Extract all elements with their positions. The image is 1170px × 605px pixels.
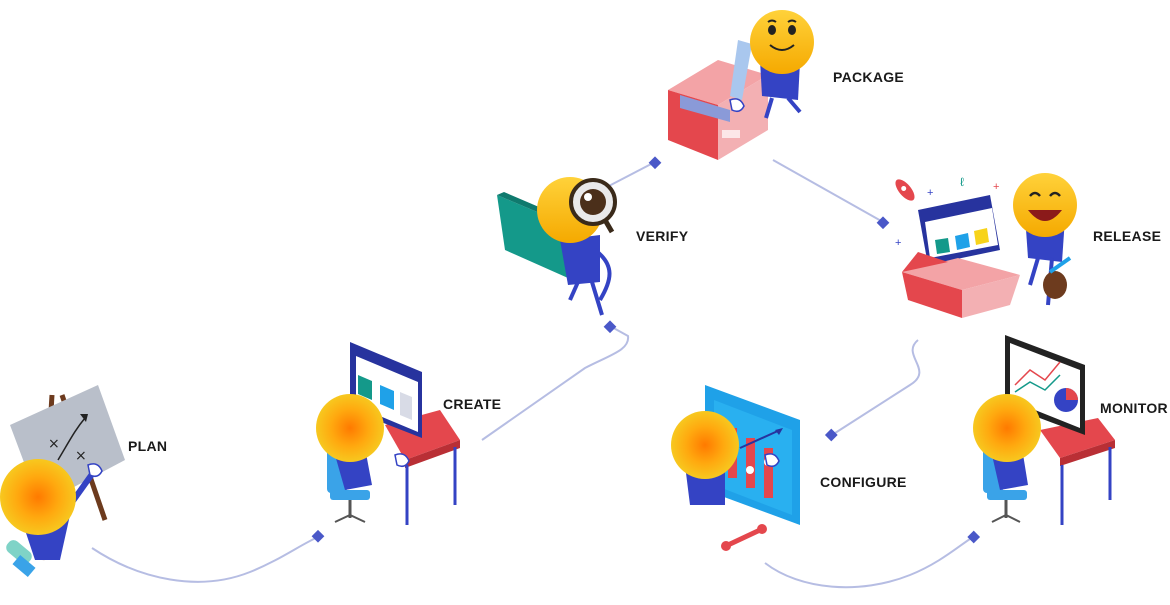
connector-configure-monitor xyxy=(764,530,981,589)
stage-label-plan: PLAN xyxy=(128,438,168,454)
connector-create-verify xyxy=(481,320,630,441)
stage-label-create: CREATE xyxy=(443,396,502,412)
stage-label-configure: CONFIGURE xyxy=(820,474,907,490)
svg-text:+: + xyxy=(993,181,999,193)
create-character-face xyxy=(316,394,384,462)
configure-illustration xyxy=(671,385,800,551)
connector-plan-create xyxy=(91,529,325,583)
configure-character-face xyxy=(671,411,739,479)
release-illustration: + + ℓ + xyxy=(895,173,1077,318)
verify-illustration xyxy=(497,177,617,316)
stage-label-monitor: MONITOR xyxy=(1100,400,1168,416)
connector-verify-package xyxy=(604,156,662,189)
plan-character-face xyxy=(0,459,76,535)
stage-label-package: PACKAGE xyxy=(833,69,905,85)
svg-text:×: × xyxy=(48,436,60,452)
create-illustration xyxy=(316,342,460,525)
svg-text:+: + xyxy=(895,237,901,249)
connector-package-release xyxy=(772,159,890,230)
stage-label-verify: VERIFY xyxy=(636,228,689,244)
connector-release-configure xyxy=(824,339,921,442)
monitor-illustration xyxy=(973,335,1115,525)
svg-text:ℓ: ℓ xyxy=(960,175,964,189)
package-illustration xyxy=(668,10,814,160)
stage-label-release: RELEASE xyxy=(1093,228,1162,244)
monitor-character-face xyxy=(973,394,1041,462)
svg-text:×: × xyxy=(75,448,87,464)
plan-illustration: × × xyxy=(0,385,125,578)
package-character-face xyxy=(750,10,814,74)
svg-text:+: + xyxy=(927,187,933,199)
release-character-face xyxy=(1013,173,1077,237)
